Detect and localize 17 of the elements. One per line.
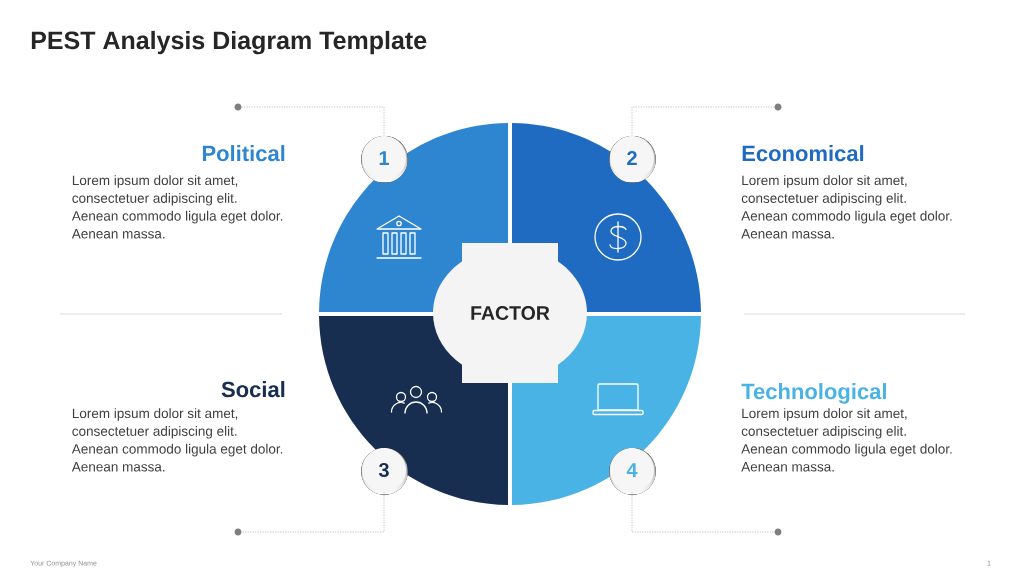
number-badge: 1 [361, 136, 408, 183]
number-badge: 2 [609, 136, 656, 183]
body-text: Lorem ipsum dolor sit amet, consectetuer adipiscing elit. Aenean commodo ligula eget dolor. Aenean massa. [71, 175, 283, 239]
number-badge: 4 [609, 448, 656, 495]
leader-line [631, 106, 775, 137]
heading: Political [202, 145, 285, 162]
heading: Social [221, 381, 285, 398]
number-badge: 3 [361, 448, 408, 495]
title: PEST Analysis Diagram Template [31, 30, 427, 55]
body-text: Lorem ipsum dolor sit amet, consectetuer adipiscing elit. Aenean commodo ligula eget dolor. Aenean massa. [741, 175, 952, 239]
leader-line [631, 491, 775, 533]
leader-line [241, 491, 385, 533]
body-text: Lorem ipsum dolor sit amet, consectetuer adipiscing elit. Aenean commodo ligula eget dolor. Aenean massa. [741, 408, 952, 472]
leader-line [241, 106, 385, 137]
body-text: Lorem ipsum dolor sit amet, consectetuer adipiscing elit. Aenean commodo ligula eget dolor. Aenean massa. [71, 408, 283, 472]
heading: Technological [741, 383, 886, 404]
heading: Economical [742, 145, 864, 162]
